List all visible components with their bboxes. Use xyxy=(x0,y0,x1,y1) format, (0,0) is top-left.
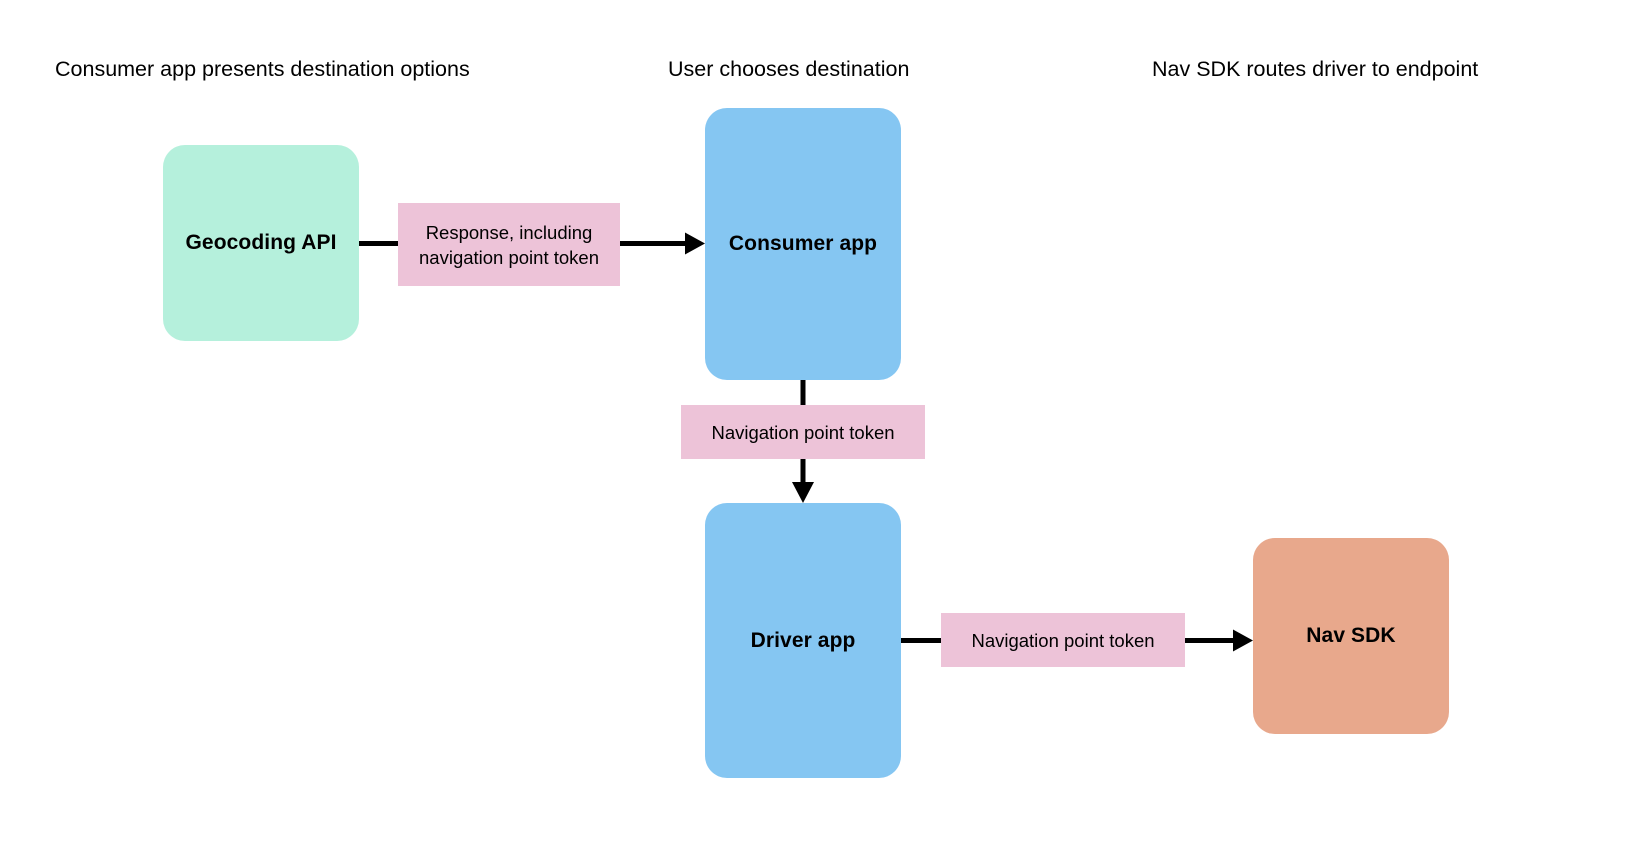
node-driver-app[interactable]: Driver app xyxy=(705,503,901,778)
header-stage-3: Nav SDK routes driver to endpoint xyxy=(1152,57,1479,81)
edge-label-nav-token-consumer-driver: Navigation point token xyxy=(681,405,925,459)
header-stage-1: Consumer app presents destination option… xyxy=(55,57,470,81)
header-stage-2: User chooses destination xyxy=(668,57,910,81)
edge-label-response-nav-token: Response, including navigation point tok… xyxy=(398,203,620,286)
node-consumer-app[interactable]: Consumer app xyxy=(705,108,901,380)
edge-label-nav-token-driver-navsdk: Navigation point token xyxy=(941,613,1185,667)
edge-label-nav-token-consumer-driver-text: Navigation point token xyxy=(711,421,895,443)
edge-label-nav-token-driver-navsdk-text: Navigation point token xyxy=(971,629,1155,651)
node-geocoding-api[interactable]: Geocoding API xyxy=(163,145,359,341)
node-nav-sdk[interactable]: Nav SDK xyxy=(1253,538,1449,734)
node-driver-app-label: Driver app xyxy=(750,628,856,652)
node-nav-sdk-label: Nav SDK xyxy=(1306,624,1396,647)
edge-label-response-nav-token-text: Response, including navigation point tok… xyxy=(419,221,599,268)
node-geocoding-api-label: Geocoding API xyxy=(185,231,337,254)
node-consumer-app-label: Consumer app xyxy=(728,232,878,255)
